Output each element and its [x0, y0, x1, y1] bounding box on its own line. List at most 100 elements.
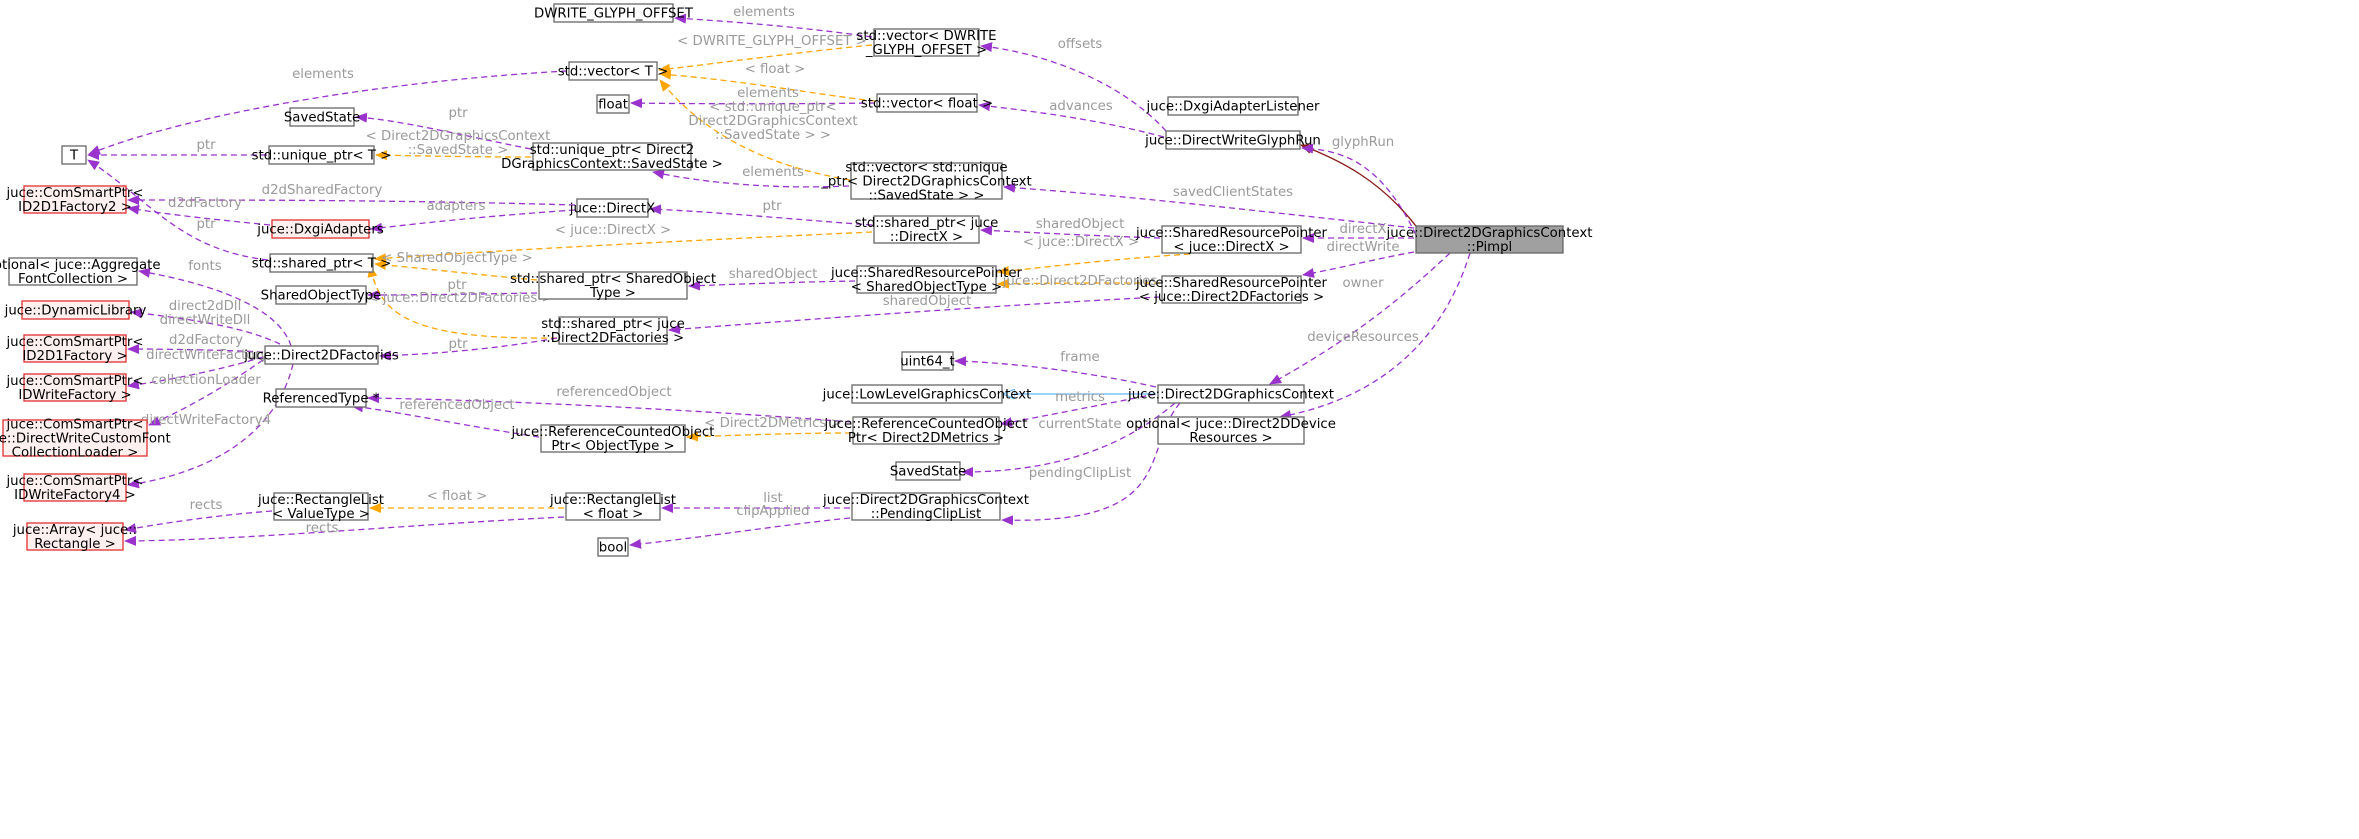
uint64-node[interactable]: uint64_t: [900, 351, 955, 371]
pimpl-box: [1415, 225, 1564, 254]
comsmart-factory2-node[interactable]: juce::ComSmartPtr<ID2D1Factory2 >: [5, 185, 144, 215]
comsmart-writefactory4-node[interactable]: juce::ComSmartPtr<IDWriteFactory4 >: [5, 473, 144, 503]
unique-ptr-saved-box: [532, 142, 692, 171]
array-rectangle-node[interactable]: juce::Array< juce::Rectangle >: [12, 522, 137, 552]
ptr-saved-edge: [355, 112, 532, 150]
vector-float-box: [876, 93, 978, 113]
dxgi-listener-label: juce::DxgiAdapterListener: [1145, 100, 1320, 115]
llgc-node[interactable]: juce::LowLevelGraphicsContext: [822, 384, 1032, 404]
tmpl-directx-a-edge: [374, 231, 873, 264]
srp-sot-box: [856, 265, 997, 294]
rects-b-label: rects: [306, 521, 339, 536]
direct2d-factories-node[interactable]: juce::Direct2DFactories: [243, 345, 399, 365]
savedstate-bottom-node[interactable]: SavedState: [890, 461, 966, 481]
vector-float-node[interactable]: std::vector< float >: [861, 93, 993, 113]
tmpl-directx-a-label: < juce::DirectX >: [555, 223, 671, 238]
T-node[interactable]: T: [61, 145, 87, 165]
vector-unique-label: std::vector< std::unique_ptr< Direct2DGr…: [820, 161, 1031, 204]
edge-labels: elements< DWRITE_GLYPH_OFFSET >offsets< …: [141, 5, 1419, 536]
frame-edge: [954, 356, 1157, 388]
srp-directx-node[interactable]: juce::SharedResourcePointer< juce::Direc…: [1135, 225, 1328, 255]
sharedObject-c-label: sharedObject: [883, 294, 972, 309]
unique-ptr-T-node[interactable]: std::unique_ptr< T >: [252, 145, 392, 165]
dxgi-listener-node[interactable]: juce::DxgiAdapterListener: [1145, 96, 1320, 116]
pending-cliplist-box: [851, 492, 1001, 521]
dwrite-glyph-offset-node[interactable]: DWRITE_GLYPH_OFFSET: [534, 3, 694, 23]
shared-ptr-factories-label: std::shared_ptr< juce::Direct2DFactories…: [541, 317, 685, 346]
comsmart-loader-node[interactable]: juce::ComSmartPtr<juce::DirectWriteCusto…: [0, 418, 171, 461]
direct2d-factories-box: [264, 345, 379, 365]
dynamic-library-node[interactable]: juce::DynamicLibrary: [4, 300, 147, 320]
shared-ptr-factories-node[interactable]: std::shared_ptr< juce::Direct2DFactories…: [541, 316, 685, 346]
referencedObject-a-label: referencedObject: [556, 385, 671, 400]
fonts-edge: [138, 267, 292, 347]
pending-cliplist-node[interactable]: juce::Direct2DGraphicsContext::PendingCl…: [822, 492, 1029, 522]
savedstate-top-node[interactable]: SavedState: [284, 107, 360, 127]
referenced-type-box: [275, 388, 367, 408]
sharedobjecttype-label: SharedObjectType: [261, 289, 382, 304]
comsmart-factory2-label: juce::ComSmartPtr<ID2D1Factory2 >: [5, 186, 143, 215]
tmpl-factories-b-edge: [997, 278, 1161, 289]
dxgi-adapters-label: juce::DxgiAdapters: [256, 223, 384, 238]
dxgi-adapters-node[interactable]: juce::DxgiAdapters: [256, 219, 384, 239]
srp-sot-node[interactable]: juce::SharedResourcePointer< SharedObjec…: [830, 265, 1023, 295]
rectlist-valuetype-label: juce::RectangleList< ValueType >: [257, 493, 384, 522]
srp-sot-label: juce::SharedResourcePointer< SharedObjec…: [830, 266, 1023, 295]
directx-node[interactable]: juce::DirectX: [569, 198, 656, 218]
elements-unique-edge: [652, 169, 850, 188]
srp-factories-node[interactable]: juce::SharedResourcePointer< juce::Direc…: [1135, 275, 1328, 305]
sharedobjecttype-node[interactable]: SharedObjectType: [261, 285, 382, 305]
rectlist-float-node[interactable]: juce::RectangleList< float >: [549, 492, 676, 522]
d2dSharedFactory-edge: [126, 195, 576, 206]
sharedObject-a-label: sharedObject: [1036, 217, 1125, 232]
pimpl-node[interactable]: juce::Direct2DGraphicsContext::Pimpl: [1386, 225, 1593, 255]
clipApplied-label: clipApplied: [736, 504, 809, 519]
directwrite-glyphrun-node[interactable]: juce::DirectWriteGlyphRun: [1144, 130, 1321, 150]
tmpl-float-label: < float >: [745, 62, 806, 77]
float-node[interactable]: float: [596, 94, 630, 114]
vector-T-node[interactable]: std::vector< T >: [558, 61, 669, 81]
bool-node[interactable]: bool: [597, 537, 629, 557]
directWriteFactory-edge: [127, 356, 264, 390]
d2d-context-node[interactable]: juce::Direct2DGraphicsContext: [1127, 384, 1334, 404]
referencedObject-a-edge: [367, 393, 852, 423]
comsmart-writefactory-node[interactable]: juce::ComSmartPtr<IDWriteFactory >: [5, 373, 144, 403]
uint64-label: uint64_t: [900, 355, 955, 370]
comsmart-factory-node[interactable]: juce::ComSmartPtr<ID2D1Factory >: [5, 334, 144, 364]
shared-ptr-directx-node[interactable]: std::shared_ptr< juce::DirectX >: [855, 215, 999, 245]
metrics-label: metrics: [1055, 390, 1105, 405]
d2d-context-box: [1157, 384, 1305, 404]
elements-dwrite-edge: [674, 13, 873, 38]
vector-unique-node[interactable]: std::vector< std::unique_ptr< Direct2DGr…: [820, 161, 1031, 204]
frame-label: frame: [1060, 350, 1099, 365]
rcop-metrics-box: [852, 416, 1000, 445]
directx-box: [576, 198, 649, 218]
direct2dDll-edge: [130, 308, 281, 345]
tmpl-sot-edge: [374, 259, 538, 281]
comsmart-loader-label: juce::ComSmartPtr<juce::DirectWriteCusto…: [0, 418, 171, 461]
ptr-T-label: ptr: [196, 138, 216, 153]
vector-unique-box: [850, 162, 1003, 200]
llgc-box: [851, 384, 1003, 404]
vector-dwrite-node[interactable]: std::vector< DWRITE_GLYPH_OFFSET >: [856, 28, 997, 58]
savedstate-top-label: SavedState: [284, 111, 360, 126]
referenced-type-node[interactable]: ReferencedType *: [263, 388, 380, 408]
dwrite-glyph-offset-label: DWRITE_GLYPH_OFFSET: [534, 7, 694, 22]
elements-float-label: elements: [737, 86, 799, 101]
collectionLoader-label: collectionLoader: [151, 373, 261, 388]
rectlist-valuetype-node[interactable]: juce::RectangleList< ValueType >: [257, 492, 384, 522]
shared-ptr-T-node[interactable]: std::shared_ptr< T >: [252, 253, 391, 273]
ptr-directx-edge: [649, 204, 873, 226]
